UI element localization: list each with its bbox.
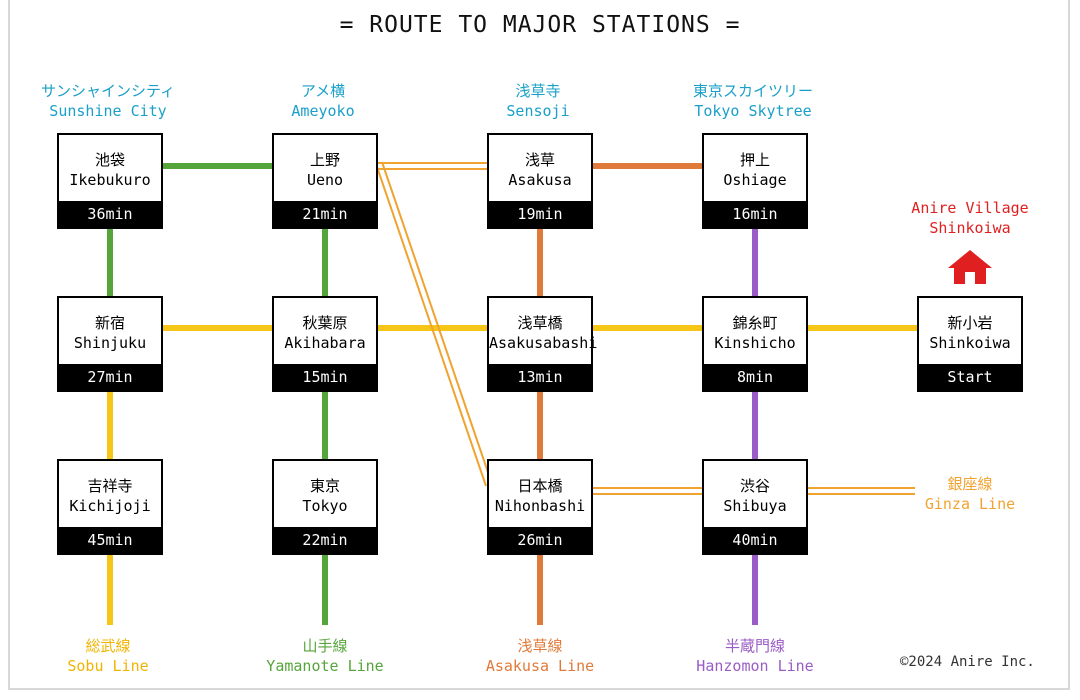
destination-en: Sensoji [506,102,570,120]
station-jp-name: 浅草 [524,151,555,169]
station-travel-time: 36min [59,201,161,227]
station-asakusabashi: 浅草橋 Asakusabashi 13min [487,296,598,392]
home-label-line1: Anire Village [911,199,1029,217]
station-jp-name: 新宿 [94,314,125,332]
line-label-hanzomon: 半蔵門線 Hanzomon Line [655,636,855,676]
line-label-sobu: 総武線 Sobu Line [8,636,208,676]
station-tokyo: 東京 Tokyo 22min [272,459,378,555]
station-akihabara: 秋葉原 Akihabara 15min [272,296,378,392]
line-label-yamanote: 山手線 Yamanote Line [225,636,425,676]
station-travel-time: 15min [274,364,376,390]
station-travel-time: 8min [704,364,806,390]
station-travel-time: 40min [704,527,806,553]
station-travel-time: 22min [274,527,376,553]
station-jp-name: 錦糸町 [732,314,778,332]
line-label-jp: 銀座線 [947,475,993,493]
station-kichijoji: 吉祥寺 Kichijoji 45min [57,459,163,555]
station-jp-name: 秋葉原 [302,314,348,332]
station-nihonbashi: 日本橋 Nihonbashi 26min [487,459,593,555]
station-en-name: Akihabara [284,334,366,352]
station-en-name: Asakusa [508,171,572,189]
line-label-en: Sobu Line [67,657,149,675]
ginza-line-nihonbashi-shibuya [592,487,703,495]
line-label-asakusa: 浅草線 Asakusa Line [440,636,640,676]
home-icon [948,250,992,284]
station-travel-time: 26min [489,527,591,553]
destination-en: Tokyo Skytree [694,102,812,120]
station-en-name: Ueno [306,171,344,189]
station-jp-name: 日本橋 [517,477,563,495]
line-label-en: Yamanote Line [266,657,384,675]
station-travel-time: 16min [704,201,806,227]
page-frame [8,0,1070,690]
station-travel-time: 45min [59,527,161,553]
line-label-en: Ginza Line [924,495,1016,513]
ginza-line-shibuya-end [807,487,915,495]
station-en-name: Shinjuku [73,334,147,352]
line-label-ginza: 銀座線 Ginza Line [870,474,1070,514]
home-label: Anire Village Shinkoiwa [870,198,1070,238]
station-jp-name: 浅草橋 [517,314,563,332]
copyright: ©2024 Anire Inc. [900,654,1035,670]
station-travel-time: Start [919,364,1021,390]
destination-en: Sunshine City [49,102,167,120]
station-en-name: Kinshicho [714,334,796,352]
station-ikebukuro: 池袋 Ikebukuro 36min [57,133,163,229]
station-jp-name: 東京 [309,477,340,495]
station-asakusa: 浅草 Asakusa 19min [487,133,593,229]
destination-en: Ameyoko [291,102,355,120]
station-jp-name: 渋谷 [739,477,770,495]
station-jp-name: 新小岩 [947,314,993,332]
station-travel-time: 13min [489,364,591,390]
ginza-line-ueno-asakusa [378,162,488,170]
line-label-en: Hanzomon Line [696,657,814,675]
line-label-jp: 総武線 [85,637,131,655]
station-travel-time: 27min [59,364,161,390]
line-label-jp: 半蔵門線 [724,637,785,655]
station-jp-name: 池袋 [94,151,125,169]
home-label-line2: Shinkoiwa [929,219,1011,237]
station-jp-name: 吉祥寺 [87,477,133,495]
station-en-name: Shinkoiwa [929,334,1011,352]
station-en-name: Oshiage [723,171,787,189]
station-travel-time: 19min [489,201,591,227]
destination-jp: アメ横 [300,82,346,100]
station-en-name: Shibuya [723,497,787,515]
ginza-line-ueno-nihonbashi [375,161,493,487]
destination-ameyoko: アメ横 Ameyoko [223,81,423,121]
station-ueno: 上野 Ueno 21min [272,133,378,229]
station-travel-time: 21min [274,201,376,227]
destination-sensoji: 浅草寺 Sensoji [438,81,638,121]
destination-sunshine-city: サンシャインシティ Sunshine City [8,81,208,121]
station-shinkoiwa: 新小岩 Shinkoiwa Start [917,296,1023,392]
destination-jp: 東京スカイツリー [692,82,813,100]
station-en-name: Ikebukuro [69,171,151,189]
destination-jp: 浅草寺 [515,82,561,100]
station-oshiage: 押上 Oshiage 16min [702,133,808,229]
destination-jp: サンシャインシティ [40,82,176,100]
station-jp-name: 押上 [739,151,770,169]
line-label-jp: 山手線 [302,637,348,655]
station-kinshicho: 錦糸町 Kinshicho 8min [702,296,808,392]
destination-tokyo-skytree: 東京スカイツリー Tokyo Skytree [653,81,853,121]
station-jp-name: 上野 [309,151,340,169]
station-shibuya: 渋谷 Shibuya 40min [702,459,808,555]
station-en-name: Tokyo [302,497,348,515]
station-en-name: Kichijoji [69,497,151,515]
line-label-en: Asakusa Line [485,657,595,675]
station-en-name: Nihonbashi [494,497,586,515]
station-shinjuku: 新宿 Shinjuku 27min [57,296,163,392]
line-label-jp: 浅草線 [517,637,563,655]
page-title: = ROUTE TO MAJOR STATIONS = [339,12,741,38]
station-en-name: Asakusabashi [489,334,598,352]
